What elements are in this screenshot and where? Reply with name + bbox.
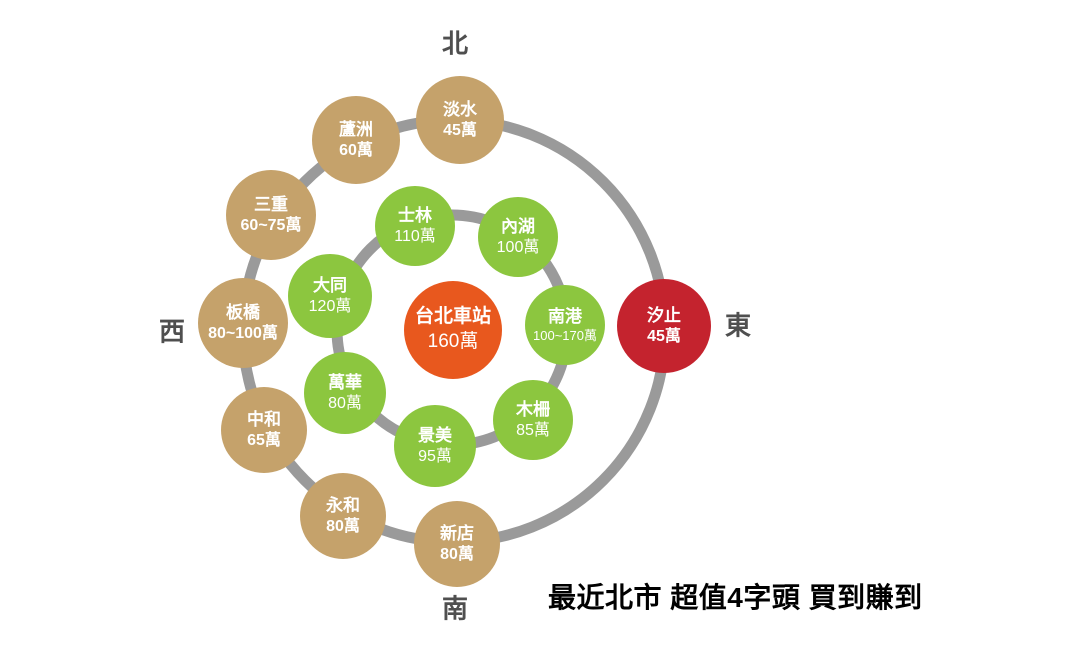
district-name: 台北車站 <box>414 306 491 328</box>
district-node: 景美 95萬 <box>394 405 476 487</box>
district-node: 木柵 85萬 <box>493 380 573 460</box>
district-name: 淡水 <box>443 99 477 119</box>
district-name: 木柵 <box>516 399 550 419</box>
district-price: 80萬 <box>328 394 362 412</box>
district-price: 45萬 <box>647 327 681 345</box>
district-name: 內湖 <box>501 216 535 236</box>
district-price: 85萬 <box>516 421 550 439</box>
district-name: 三重 <box>254 194 288 214</box>
district-price: 60萬 <box>339 141 373 159</box>
compass-west-label: 西 <box>158 316 186 347</box>
district-node: 萬華 80萬 <box>304 352 386 434</box>
district-price: 160萬 <box>427 331 479 352</box>
district-price: 60~75萬 <box>240 216 302 234</box>
district-name: 板橋 <box>226 302 260 322</box>
district-price: 110萬 <box>394 227 436 245</box>
compass-south-label: 南 <box>441 593 469 624</box>
district-node: 新店 80萬 <box>414 501 500 587</box>
district-name: 汐止 <box>647 305 681 325</box>
district-node: 大同 120萬 <box>288 254 372 338</box>
district-node: 永和 80萬 <box>300 473 386 559</box>
district-price: 100萬 <box>496 238 540 256</box>
district-node: 內湖 100萬 <box>478 197 558 277</box>
compass-east-label: 東 <box>724 310 752 341</box>
district-name: 萬華 <box>328 372 362 392</box>
district-name: 中和 <box>247 409 281 429</box>
district-name: 南港 <box>548 306 582 326</box>
district-node: 三重 60~75萬 <box>226 170 316 260</box>
district-name: 景美 <box>418 425 452 445</box>
district-price: 80萬 <box>326 517 360 535</box>
district-node: 中和 65萬 <box>221 387 307 473</box>
compass-north-label: 北 <box>441 28 469 59</box>
center-station-node: 台北車站 160萬 <box>404 281 502 379</box>
district-name: 士林 <box>398 205 432 225</box>
district-node: 蘆洲 60萬 <box>312 96 400 184</box>
district-price: 100~170萬 <box>533 327 597 343</box>
district-price: 80萬 <box>440 545 474 563</box>
district-name: 永和 <box>326 495 360 515</box>
district-price: 120萬 <box>308 297 352 315</box>
district-price: 65萬 <box>247 431 281 449</box>
district-node: 板橋 80~100萬 <box>198 278 288 368</box>
district-name: 新店 <box>440 523 474 543</box>
district-node: 士林 110萬 <box>375 186 455 266</box>
district-name: 大同 <box>313 275 347 295</box>
headline-text: 最近北市 超值4字頭 買到賺到 <box>548 582 923 613</box>
district-node: 淡水 45萬 <box>416 76 504 164</box>
district-price: 80~100萬 <box>208 324 278 342</box>
district-node: 汐止 45萬 <box>617 279 711 373</box>
district-price: 95萬 <box>418 447 452 465</box>
district-price: 45萬 <box>443 121 477 139</box>
district-name: 蘆洲 <box>339 119 373 139</box>
